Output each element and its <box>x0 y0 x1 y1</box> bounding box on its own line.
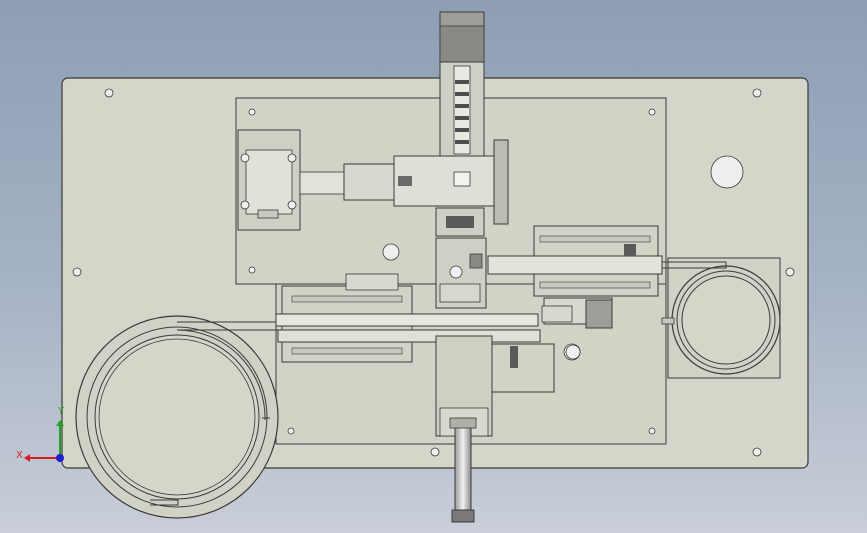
plate-holes <box>72 88 795 457</box>
left-linear-slide[interactable] <box>275 273 573 363</box>
bottom-cylinder-rod[interactable] <box>449 417 477 523</box>
left-clamp-bracket[interactable] <box>237 129 301 231</box>
pusher-cylinder[interactable] <box>299 139 509 237</box>
right-feeder-bowl[interactable] <box>660 257 781 379</box>
vertical-feed-track[interactable] <box>439 11 485 158</box>
triad-y-label: Y <box>58 406 65 417</box>
right-linear-slide[interactable] <box>487 225 663 329</box>
left-feeder-bowl[interactable] <box>75 315 291 519</box>
coordinate-triad-icon: X Y <box>16 406 76 472</box>
triad-x-label: X <box>16 450 23 461</box>
central-actuator[interactable] <box>435 237 487 309</box>
